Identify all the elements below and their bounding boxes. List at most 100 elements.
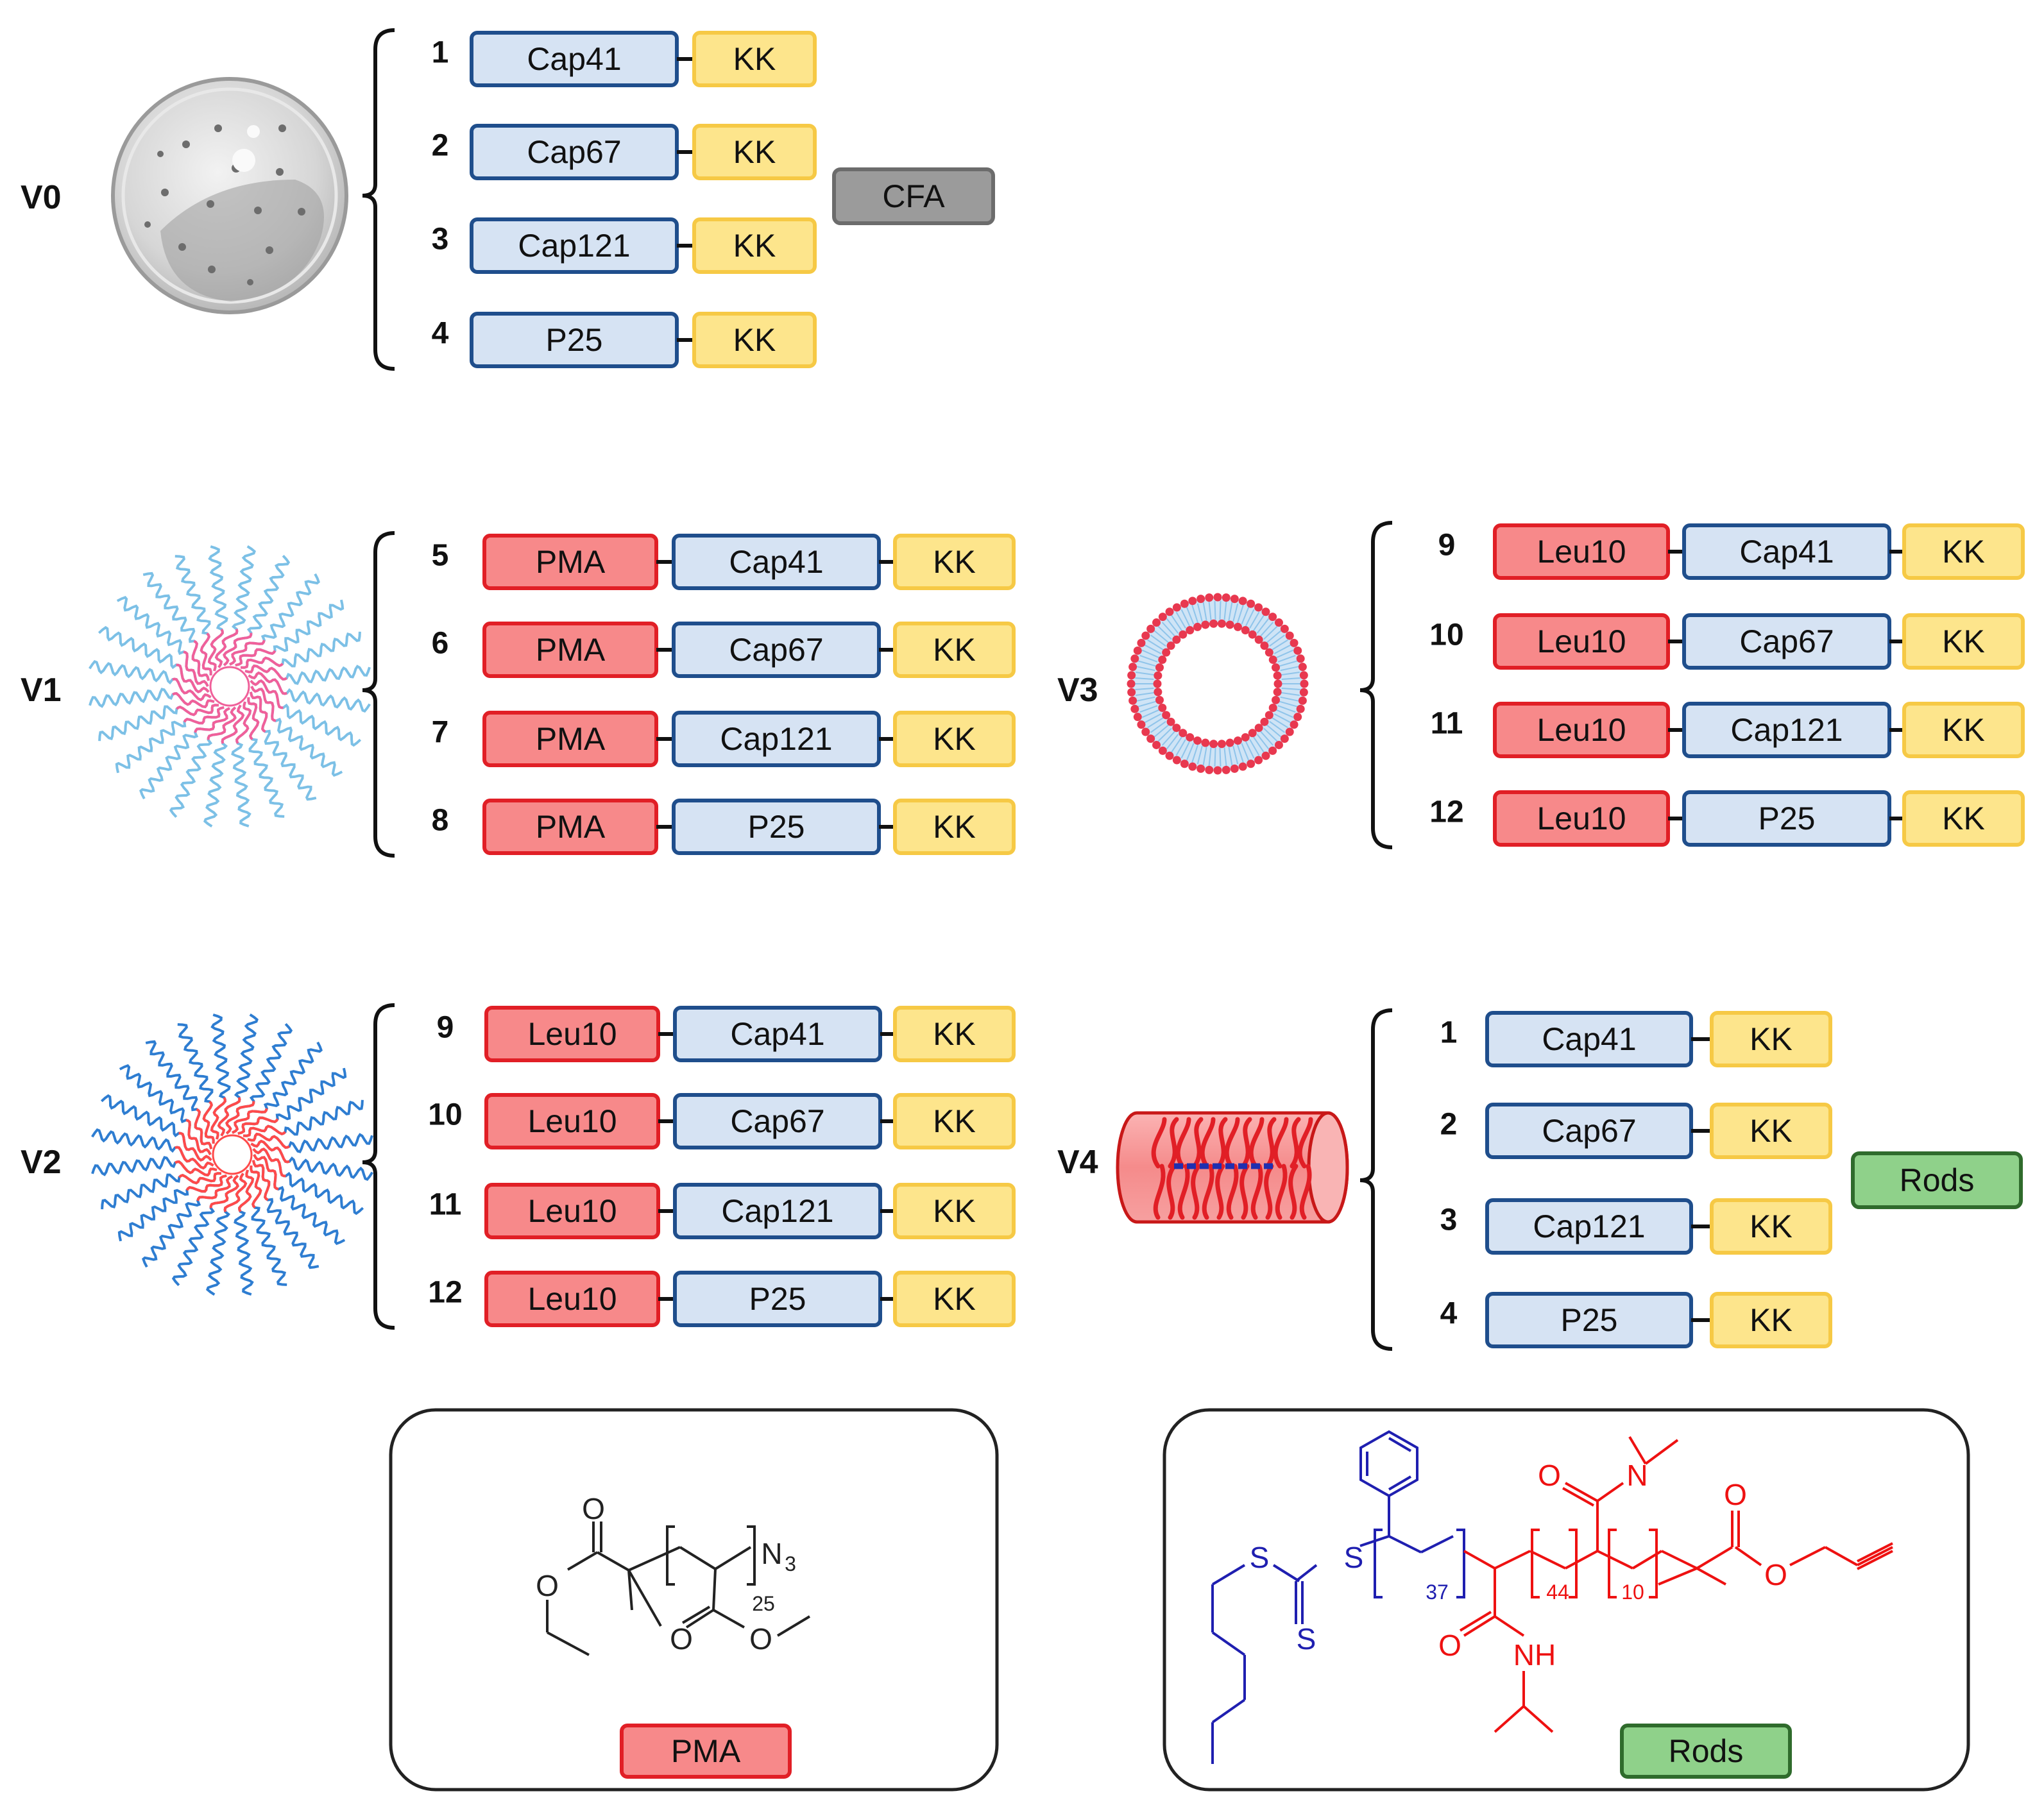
- segment-label: Cap41: [1542, 1021, 1636, 1057]
- group-label: V1: [21, 672, 62, 709]
- segment-cap67: Cap67: [672, 622, 881, 678]
- segment-label: P25: [546, 322, 603, 358]
- segment-box: [1902, 523, 2025, 580]
- segment-cap121: Cap121: [1682, 702, 1891, 758]
- segment-label: P25: [1561, 1302, 1618, 1338]
- segment-label: PMA: [536, 721, 606, 757]
- segment-label: KK: [1750, 1021, 1793, 1057]
- atom-o: O: [1724, 1478, 1747, 1511]
- row-number: 8: [432, 804, 449, 838]
- row-number: 5: [432, 539, 449, 573]
- segment-cap41: Cap41: [673, 1006, 882, 1062]
- row-number: 9: [437, 1011, 454, 1045]
- segment-label: KK: [1942, 534, 1985, 570]
- segment-label: Cap41: [1739, 534, 1834, 570]
- segment-label: Leu10: [1537, 534, 1626, 570]
- segment-leu10: Leu10: [484, 1006, 660, 1062]
- group-bracket: [1359, 521, 1393, 849]
- rods-label-tag: Rods: [1620, 1724, 1792, 1779]
- row-number: 10: [1429, 618, 1463, 652]
- repeat-count: 37: [1426, 1581, 1449, 1604]
- segment-label: P25: [749, 1281, 806, 1317]
- segment-label: Cap121: [1730, 712, 1843, 748]
- segment-box: [692, 217, 817, 274]
- segment-kk: KK: [893, 1006, 1016, 1062]
- group-label: V4: [1057, 1144, 1098, 1181]
- segment-box: [893, 711, 1016, 767]
- group-bracket: [362, 1003, 395, 1330]
- atom-o: O: [670, 1622, 693, 1656]
- composition-row: 8 PMA P25 KK: [432, 799, 1016, 855]
- segment-label: P25: [748, 809, 805, 845]
- segment-box: [1710, 1103, 1832, 1159]
- segment-kk: KK: [1902, 702, 2025, 758]
- segment-label: PMA: [536, 809, 606, 845]
- segment-label: KK: [933, 632, 976, 668]
- repeat-count: 44: [1546, 1581, 1569, 1604]
- atom-o: O: [1538, 1459, 1561, 1492]
- group-v4: V4: [1057, 1111, 1349, 1224]
- pma-label-tag: PMA: [620, 1724, 792, 1779]
- segment-label: P25: [1759, 801, 1816, 836]
- segment-kk: KK: [692, 31, 817, 87]
- segment-label: Cap67: [729, 632, 823, 668]
- atom-s: S: [1297, 1622, 1316, 1656]
- tag-text: PMA: [671, 1733, 741, 1769]
- segment-cap121: Cap121: [1485, 1198, 1693, 1255]
- row-number: 10: [428, 1098, 462, 1132]
- segment-box: [692, 31, 817, 87]
- segment-kk: KK: [1710, 1198, 1832, 1255]
- segment-label: KK: [733, 134, 776, 170]
- segment-kk: KK: [1902, 613, 2025, 670]
- pma-structure-panel: O O O O N 3 25: [389, 1408, 999, 1792]
- segment-pma: PMA: [482, 622, 658, 678]
- segment-label: Cap41: [730, 1016, 824, 1052]
- row-number: 3: [432, 223, 449, 257]
- segment-label: KK: [933, 544, 976, 580]
- segment-label: Cap67: [1542, 1113, 1636, 1149]
- segment-label: Leu10: [1537, 623, 1626, 659]
- segment-p25: P25: [672, 799, 881, 855]
- segment-kk: KK: [893, 1183, 1016, 1239]
- segment-kk: KK: [893, 622, 1016, 678]
- segment-label: KK: [1750, 1302, 1793, 1338]
- segment-box: [893, 534, 1016, 590]
- row-number: 12: [428, 1276, 462, 1310]
- segment-kk: KK: [893, 711, 1016, 767]
- group-v3: V3: [1057, 593, 1309, 775]
- pma-micelle-icon: [89, 545, 371, 827]
- atom-s: S: [1344, 1541, 1364, 1574]
- leu10-micelle-icon: [91, 1013, 373, 1296]
- segment-box: [1710, 1198, 1832, 1255]
- segment-cap67: Cap67: [470, 124, 679, 180]
- segment-leu10: Leu10: [484, 1093, 660, 1149]
- segment-cap121: Cap121: [672, 711, 881, 767]
- segment-p25: P25: [673, 1271, 882, 1327]
- segment-label: PMA: [536, 632, 606, 668]
- segment-label: KK: [1942, 712, 1985, 748]
- repeat-count: 25: [752, 1592, 775, 1615]
- segment-pma: PMA: [482, 799, 658, 855]
- segment-leu10: Leu10: [1493, 702, 1670, 758]
- segment-leu10: Leu10: [484, 1271, 660, 1327]
- segment-label: KK: [933, 809, 976, 845]
- row-number: 7: [432, 716, 449, 750]
- atom-o: O: [749, 1622, 772, 1656]
- group-v1: V1: [21, 545, 371, 827]
- segment-kk: KK: [1902, 523, 2025, 580]
- rods-tag: Rods: [1851, 1151, 2023, 1209]
- segment-cap41: Cap41: [1682, 523, 1891, 580]
- segment-kk: KK: [692, 217, 817, 274]
- group-bracket: [1359, 1008, 1393, 1351]
- segment-box: [893, 799, 1016, 855]
